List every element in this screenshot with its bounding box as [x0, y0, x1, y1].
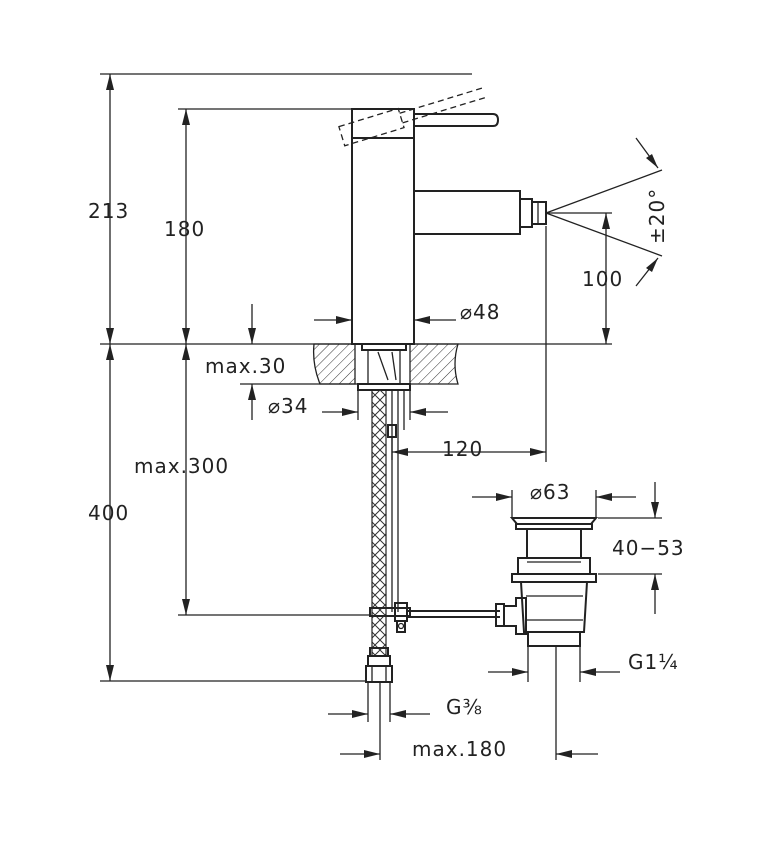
label-outlet-angle: ±20° [645, 188, 669, 244]
label-waste-diameter: ⌀63 [530, 480, 571, 504]
label-inlet-thread: G⅜ [446, 695, 483, 719]
label-total-height: 213 [88, 199, 129, 223]
shank-and-hose [357, 343, 411, 683]
label-below-deck: 400 [88, 501, 129, 525]
label-waste-thread: G1¼ [628, 650, 679, 674]
label-spout-height: 180 [164, 217, 205, 241]
deck-section [100, 343, 612, 385]
label-max-hose: max.300 [134, 454, 229, 478]
label-body-diameter: ⌀48 [460, 300, 501, 324]
label-max-offset: max.180 [412, 737, 507, 761]
dimension-labels: 213 180 100 ⌀48 max.30 ⌀34 120 max.300 4… [88, 188, 685, 761]
dimension-lines [106, 74, 659, 758]
extension-lines [100, 73, 663, 760]
label-waste-range: 40−53 [612, 536, 685, 560]
label-shank-diameter: ⌀34 [268, 394, 309, 418]
label-outlet-height: 100 [582, 267, 623, 291]
mixer-body [338, 87, 547, 345]
label-max-deck: max.30 [205, 354, 286, 378]
waste-assembly [509, 517, 599, 647]
popup-rod [408, 597, 527, 635]
label-reach: 120 [442, 437, 483, 461]
